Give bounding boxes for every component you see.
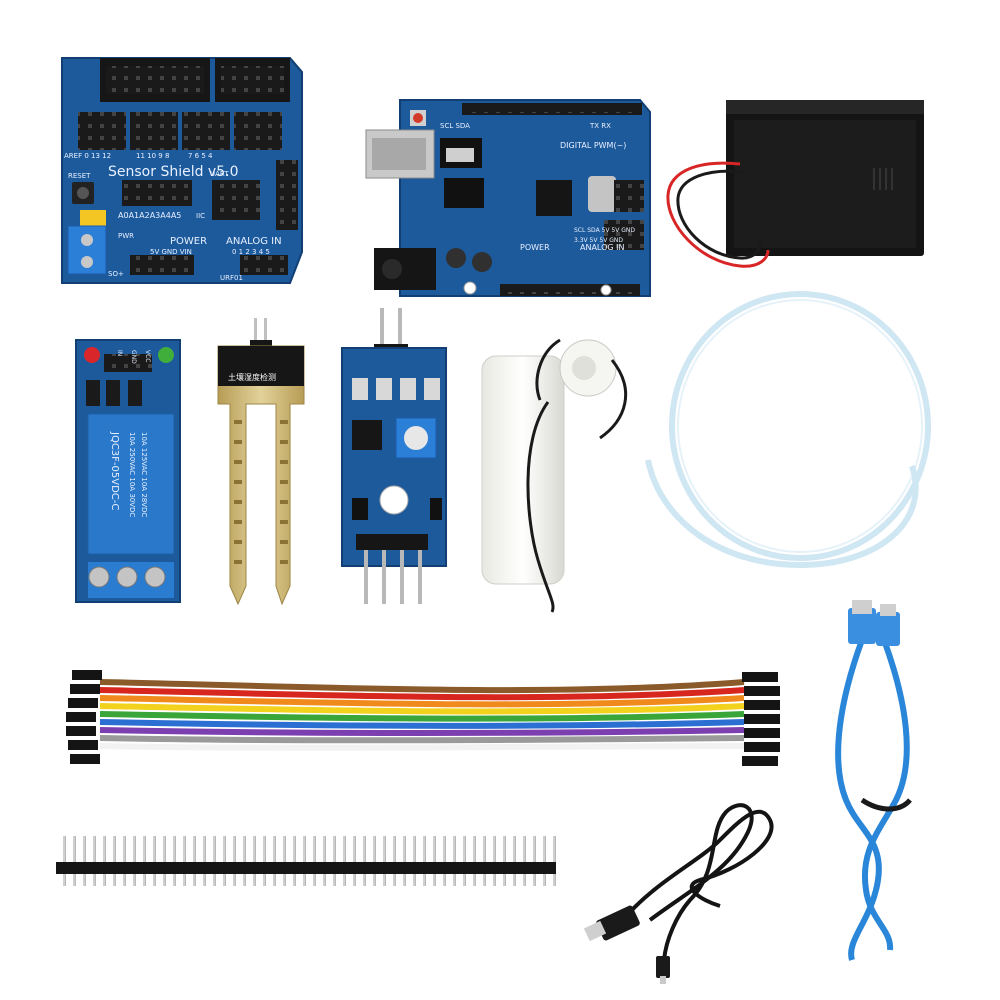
- shield-urf-label: URF01: [220, 274, 243, 282]
- uno-row2-label: 3.3V 5V 5V GND: [574, 237, 623, 244]
- usb-a-to-b-cable: [835, 600, 912, 961]
- relay-rating2-label: 10A 125VAC 10A 28VDC: [140, 432, 148, 517]
- shield-analog-nums: 0 1 2 3 4 5: [232, 248, 270, 256]
- shield-power-pins: 5V GND VIN: [150, 248, 192, 256]
- sensor-shield-board: Sensor Shield v5.0 RESET POWER ANALOG IN…: [61, 57, 303, 284]
- relay-model-label: JQC3F-05VDC-C: [109, 431, 120, 510]
- soil-moisture-probe: 土壤湿度检测: [217, 318, 305, 606]
- shield-pwr-label: PWR: [118, 232, 134, 240]
- uno-scl-sda-label: SCL SDA: [440, 122, 470, 130]
- shield-power-label: POWER: [170, 236, 207, 247]
- shield-analog-label: ANALOG IN: [226, 236, 282, 247]
- usb-dc-power-cable: [583, 803, 774, 984]
- uno-board: DIGITAL PWM(~) POWER ANALOG IN SCL SDA T…: [365, 99, 651, 297]
- silicone-tube: [645, 291, 931, 569]
- uno-tx-rx-label: TX RX: [589, 122, 611, 130]
- shield-aref-label: AREF 0 13 12: [64, 152, 111, 160]
- shield-title: Sensor Shield v5.0: [108, 164, 238, 180]
- shield-top-nums: 11 10 9 8: [136, 152, 169, 160]
- relay-rating1-label: 10A 250VAC 10A 30VDC: [128, 432, 136, 517]
- moisture-sensor-module: [341, 308, 447, 604]
- shield-analog-pins: A0A1A2A3A4A5: [118, 211, 181, 220]
- uno-row1-label: SCL SDA 5V 5V GND: [574, 227, 635, 234]
- dupont-jumper-wires: [66, 670, 780, 766]
- relay-module: JQC3F-05VDC-C 10A 250VAC 10A 30VDC 10A 1…: [75, 339, 181, 603]
- relay-in-label: IN: [116, 350, 123, 356]
- relay-gnd-label: GND: [130, 350, 137, 364]
- shield-uart-label: UART: [210, 170, 229, 178]
- probe-label: 土壤湿度检测: [228, 372, 276, 382]
- battery-box: [666, 100, 924, 268]
- uno-analog-label: ANALOG IN: [580, 243, 625, 252]
- shield-so-label: SO+: [108, 270, 124, 278]
- pin-header-strip: [56, 836, 556, 886]
- uno-digital-label: DIGITAL PWM(~): [560, 141, 626, 150]
- relay-vcc-label: VCC: [144, 350, 151, 362]
- water-pump: [481, 338, 628, 613]
- shield-top-nums2: 7 6 5 4: [188, 152, 213, 160]
- shield-iic-label: IIC: [196, 212, 205, 220]
- uno-power-label: POWER: [520, 243, 550, 252]
- shield-reset-label: RESET: [68, 172, 91, 180]
